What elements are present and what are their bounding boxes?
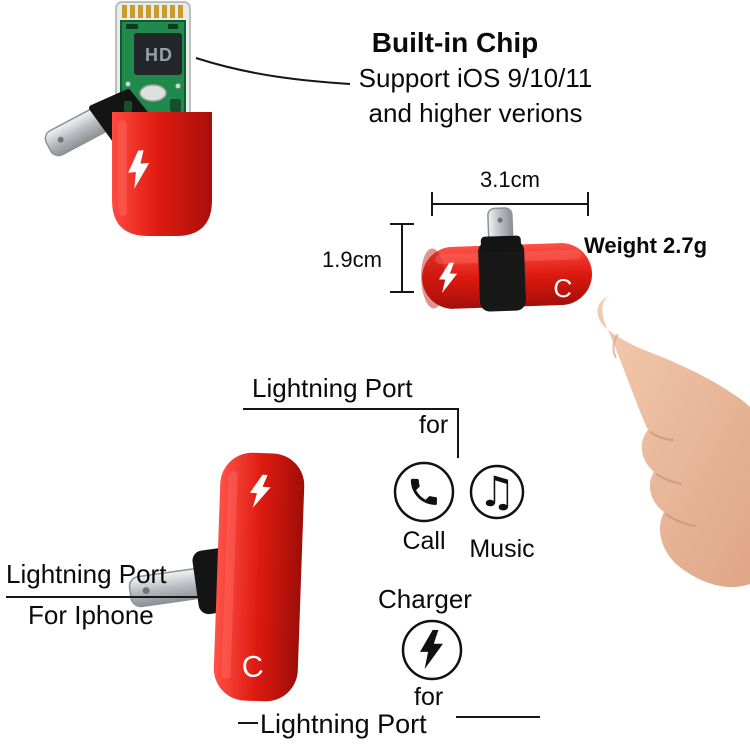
gold-pins xyxy=(122,5,183,18)
annotation-lines xyxy=(6,57,589,724)
adapter-bottom-view: C xyxy=(128,452,305,702)
left-port-label: Lightning Port xyxy=(6,559,167,589)
c-marking: C xyxy=(241,650,265,684)
adapter-on-finger: C xyxy=(421,207,593,312)
adapter-body xyxy=(213,452,305,702)
weight-label: Weight 2.7g xyxy=(584,233,708,258)
height-dimension-line xyxy=(390,223,414,293)
support-line-1: Support iOS 9/10/11 xyxy=(358,63,593,93)
top-port-callout-line xyxy=(243,408,459,458)
support-line-2: and higher verions xyxy=(368,98,583,128)
charger-label: Charger xyxy=(378,584,472,614)
chip-hd-text: HD xyxy=(145,45,173,65)
for-label-top: for xyxy=(419,411,449,439)
width-dimension-line xyxy=(431,192,589,216)
call-label: Call xyxy=(402,527,446,555)
clip-band xyxy=(478,240,526,312)
width-dimension-label: 3.1cm xyxy=(480,167,540,192)
music-label: Music xyxy=(469,535,535,563)
for-label-bottom: for xyxy=(414,683,444,711)
top-port-label: Lightning Port xyxy=(252,373,413,403)
svg-text:♫: ♫ xyxy=(478,467,516,516)
left-port-sub-label: For Iphone xyxy=(28,600,154,630)
built-in-chip xyxy=(134,33,182,75)
charger-icon xyxy=(401,619,463,681)
height-dimension-label: 1.9cm xyxy=(322,247,382,272)
chip-callout-line xyxy=(195,57,351,85)
hand-photo xyxy=(597,295,750,588)
call-icon xyxy=(393,461,455,523)
c-marking: C xyxy=(552,272,573,303)
adapter-top-view: HD xyxy=(44,1,212,236)
bottom-port-label: Lightning Port xyxy=(260,709,427,739)
music-icon: ♫ xyxy=(469,464,525,520)
heading-built-in-chip: Built-in Chip xyxy=(371,27,539,58)
adapter-body xyxy=(112,112,212,236)
